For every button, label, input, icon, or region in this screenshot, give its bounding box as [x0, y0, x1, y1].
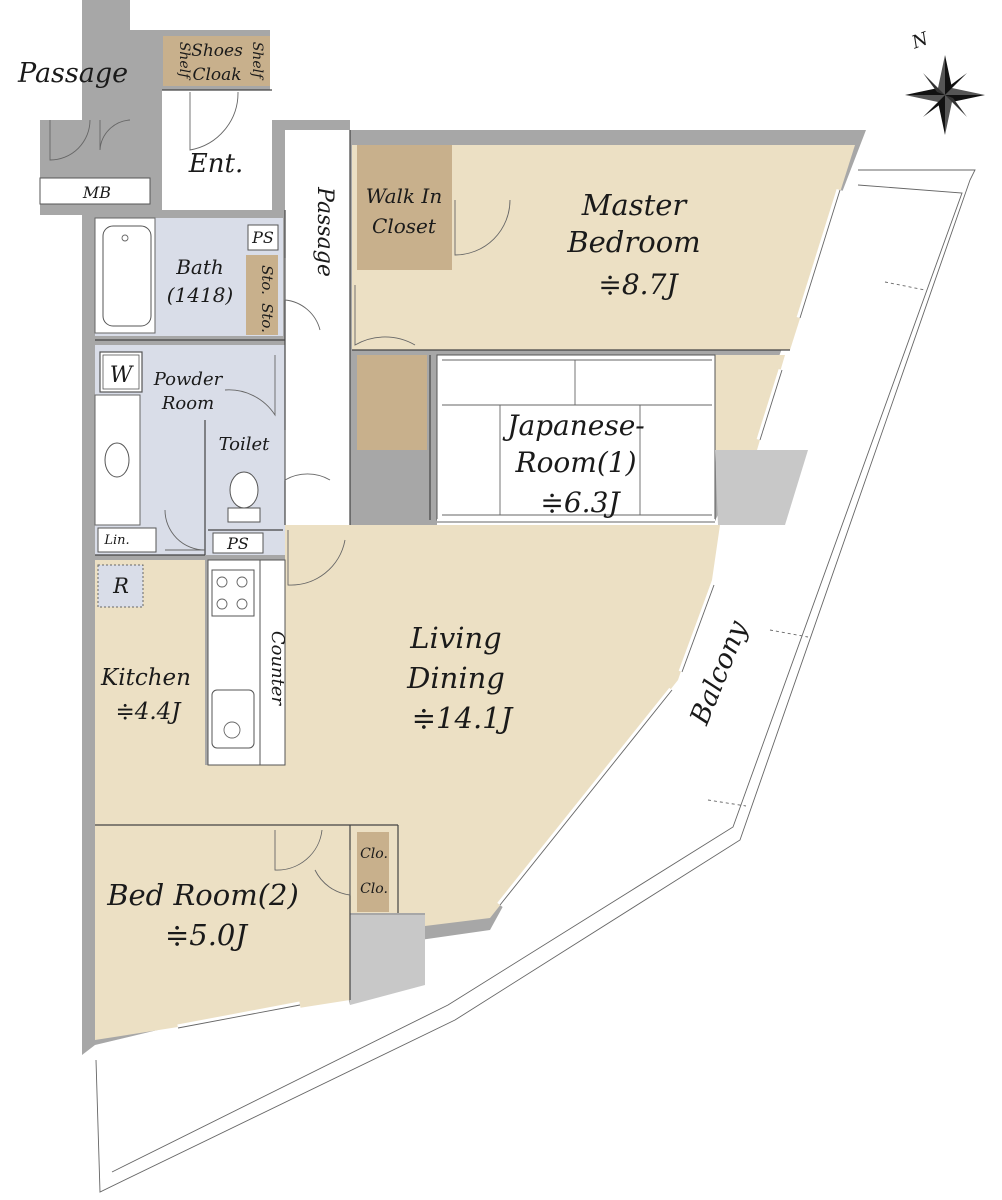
tatami-lines [442, 359, 712, 516]
bathtub-zone [94, 217, 156, 334]
label-ent: Ent. [188, 149, 243, 179]
label-master: Master [581, 188, 689, 222]
label-living: Living [409, 621, 501, 655]
label-ps-bath: PS [251, 228, 274, 247]
label-powder: Powder [153, 369, 224, 390]
shoes-cloak-closet [188, 36, 246, 86]
label-bath: Bath [175, 255, 224, 279]
label-walk-in: Walk In [366, 184, 442, 208]
label-clo-2: Clo. [360, 881, 388, 897]
label-japanese: Japanese- [502, 409, 645, 442]
kitchen-counter [207, 559, 286, 766]
label-shelf-left: Shelf [176, 42, 192, 81]
pillar-south [350, 915, 425, 1005]
label-japanese-size: ≑6.3J [540, 486, 621, 519]
master-bedroom-floor [352, 145, 855, 350]
label-bedroom: Bedroom [566, 225, 700, 259]
label-toilet: Toilet [219, 434, 271, 455]
living-dining-floor [95, 525, 720, 926]
toilet-bowl-icon [229, 471, 259, 509]
label-living-size: ≑14.1J [412, 701, 514, 735]
label-ps-toilet: PS [226, 534, 249, 553]
label-sto-2: Sto. [258, 303, 276, 333]
pillar-east [715, 450, 808, 525]
closet-corner-floor [715, 355, 785, 450]
label-linen: Lin. [103, 533, 129, 548]
label-powder-room: Room [161, 393, 214, 414]
closet-japanese-room [357, 355, 427, 450]
label-passage-mid: Passage [312, 186, 337, 277]
bedroom-2-floor [95, 825, 350, 1040]
washbasin-icon [104, 442, 130, 478]
label-passage-top: Passage [17, 58, 128, 89]
label-kitchen: Kitchen [100, 665, 191, 691]
door-swings [49, 91, 511, 896]
walk-in-closet [357, 145, 452, 270]
fixtures [97, 224, 279, 608]
bedroom-2-closet [357, 832, 389, 912]
passage-floor [285, 130, 350, 525]
label-clo-1: Clo. [360, 846, 388, 862]
shelf-right [246, 36, 270, 86]
compass-icon [905, 55, 985, 135]
label-kitchen-size: ≑4.4J [115, 699, 182, 725]
ps-box-bath [247, 224, 279, 251]
entrance-floor [162, 90, 272, 210]
label-cloak: Cloak [192, 65, 241, 85]
label-shelf-right: Shelf [249, 42, 265, 81]
meter-box [39, 177, 151, 205]
ps-box-toilet [212, 532, 264, 554]
label-bedroom-2-size: ≑5.0J [165, 918, 248, 952]
windows [177, 188, 844, 1032]
balcony-outline [95, 169, 976, 1193]
label-bath-number: (1418) [167, 283, 234, 307]
label-counter: Counter [267, 631, 288, 707]
label-bedroom-2: Bed Room(2) [106, 878, 299, 912]
japanese-room-floor [436, 354, 716, 521]
storage-closet [246, 255, 278, 335]
label-sto-1: Sto. [258, 265, 276, 295]
label-mb: MB [82, 183, 111, 202]
label-dining: Dining [406, 661, 505, 695]
label-japanese-room: Room(1) [514, 446, 636, 479]
washer-icon [99, 351, 143, 393]
label-north: N [908, 28, 932, 54]
label-shoes: Shoes [191, 41, 243, 61]
label-master-size: ≑8.7J [598, 268, 679, 301]
cooktop-icon [211, 569, 255, 617]
vanity-counter [94, 394, 141, 526]
label-closet: Closet [372, 214, 437, 238]
label-refrigerator: R [112, 574, 129, 598]
label-washer: W [110, 363, 135, 388]
refrigerator-space [97, 564, 144, 608]
bathtub-icon [102, 225, 152, 327]
sink-icon [211, 689, 255, 749]
linen-cabinet [97, 527, 157, 553]
